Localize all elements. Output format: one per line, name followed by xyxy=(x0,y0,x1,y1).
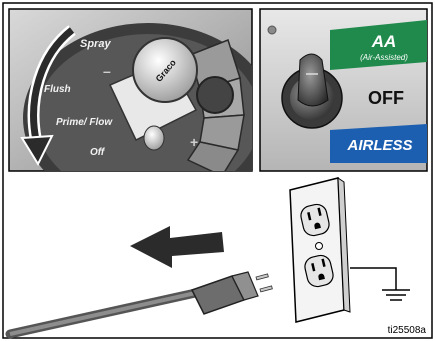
airless-label: AIRLESS xyxy=(346,137,412,154)
panel-screw xyxy=(268,26,276,34)
label-off: Off xyxy=(90,147,106,158)
label-plus: + xyxy=(190,134,198,150)
label-spray: Spray xyxy=(80,38,111,50)
label-flush: Flush xyxy=(44,84,71,95)
label-minus: – xyxy=(103,63,111,79)
dial-hub xyxy=(197,77,233,113)
aa-sublabel: (Air-Assisted) xyxy=(360,53,408,62)
aa-label: AA xyxy=(371,32,397,51)
plate-screw xyxy=(316,243,323,250)
wall-plate xyxy=(290,178,344,322)
label-prime-flow: Prime/ Flow xyxy=(56,117,113,128)
knob-stem xyxy=(144,126,164,150)
figure-code: ti25508a xyxy=(388,325,427,336)
off-label: OFF xyxy=(368,88,404,108)
mode-selector-panel: AA (Air-Assisted) OFF AIRLESS xyxy=(260,9,427,171)
